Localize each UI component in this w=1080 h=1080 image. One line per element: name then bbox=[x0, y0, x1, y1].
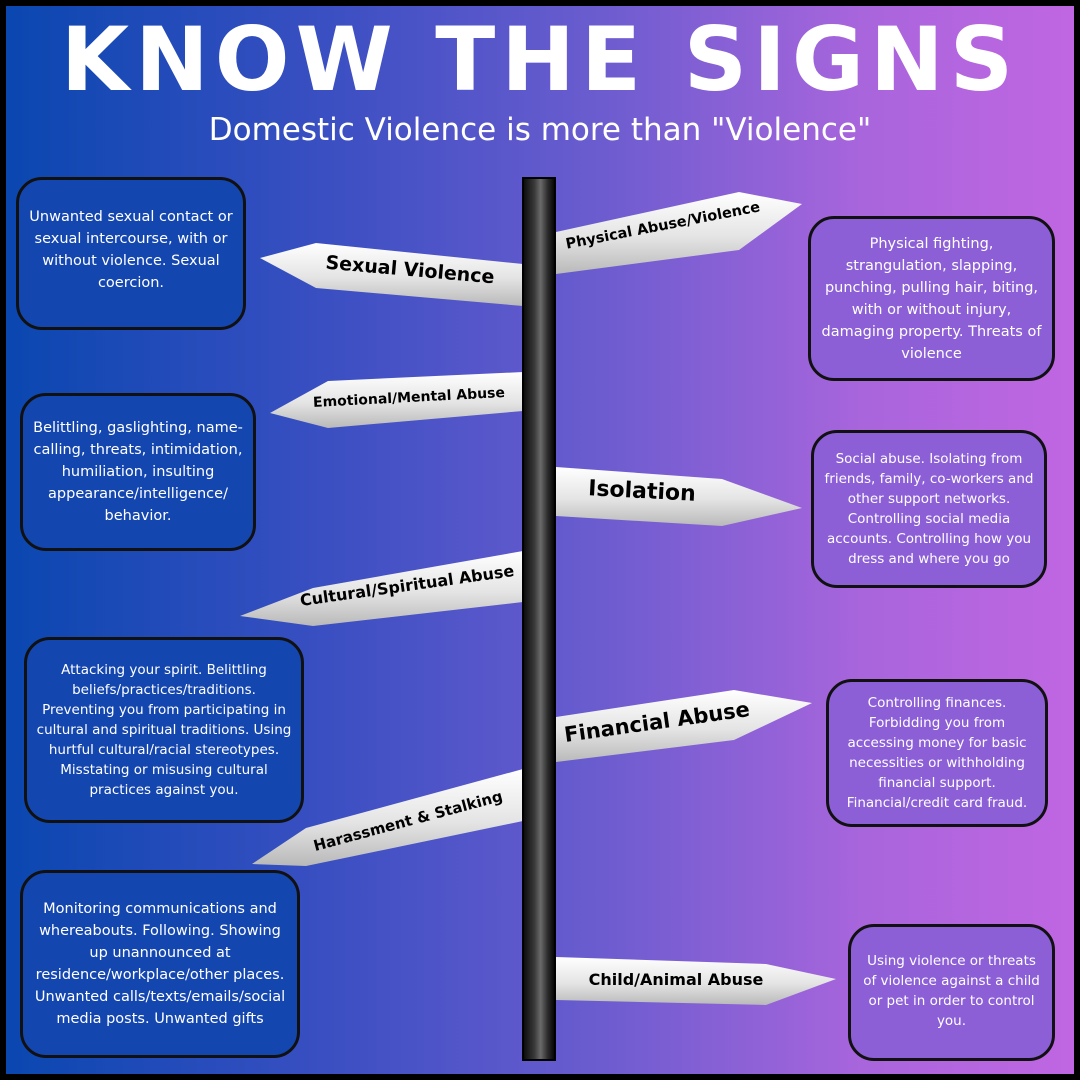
sign-arrow-child bbox=[556, 957, 836, 1005]
description-physical: Physical fighting, strangulation, slappi… bbox=[808, 216, 1055, 381]
sign-arrow-harassment bbox=[252, 769, 523, 866]
signpost-pole bbox=[522, 177, 556, 1061]
description-cultural: Attacking your spirit. Belittling belief… bbox=[24, 637, 304, 823]
description-emotional: Belittling, gaslighting, name-calling, t… bbox=[20, 393, 256, 551]
description-child-text: Using violence or threats of violence ag… bbox=[863, 953, 1040, 1029]
sign-arrow-emotional bbox=[270, 372, 523, 428]
signpost-arrows bbox=[240, 192, 836, 1005]
sign-arrow-isolation bbox=[556, 467, 802, 526]
description-child: Using violence or threats of violence ag… bbox=[848, 924, 1055, 1061]
description-harassment: Monitoring communications and whereabout… bbox=[20, 870, 300, 1058]
page-subtitle: Domestic Violence is more than "Violence… bbox=[208, 112, 872, 148]
sign-arrow-cultural bbox=[240, 551, 523, 626]
description-isolation-text: Social abuse. Isolating from friends, fa… bbox=[824, 451, 1034, 567]
description-financial: Controlling finances. Forbidding you fro… bbox=[826, 679, 1048, 827]
description-sexual: Unwanted sexual contact or sexual interc… bbox=[16, 177, 246, 330]
description-isolation: Social abuse. Isolating from friends, fa… bbox=[811, 430, 1047, 588]
sign-arrow-physical bbox=[556, 192, 802, 274]
description-cultural-text: Attacking your spirit. Belittling belief… bbox=[36, 662, 292, 798]
description-financial-text: Controlling finances. Forbidding you fro… bbox=[846, 695, 1028, 811]
description-emotional-text: Belittling, gaslighting, name-calling, t… bbox=[33, 420, 243, 524]
description-sexual-text: Unwanted sexual contact or sexual interc… bbox=[29, 209, 233, 291]
description-physical-text: Physical fighting, strangulation, slappi… bbox=[821, 235, 1042, 362]
sign-arrow-financial bbox=[556, 690, 812, 762]
description-harassment-text: Monitoring communications and whereabout… bbox=[34, 901, 286, 1027]
page-title: KNOW THE SIGNS bbox=[60, 8, 1020, 111]
poster: KNOW THE SIGNS Domestic Violence is more… bbox=[6, 6, 1074, 1074]
sign-arrow-sexual bbox=[260, 243, 523, 306]
sign-label-child: Child/Animal Abuse bbox=[588, 970, 764, 989]
